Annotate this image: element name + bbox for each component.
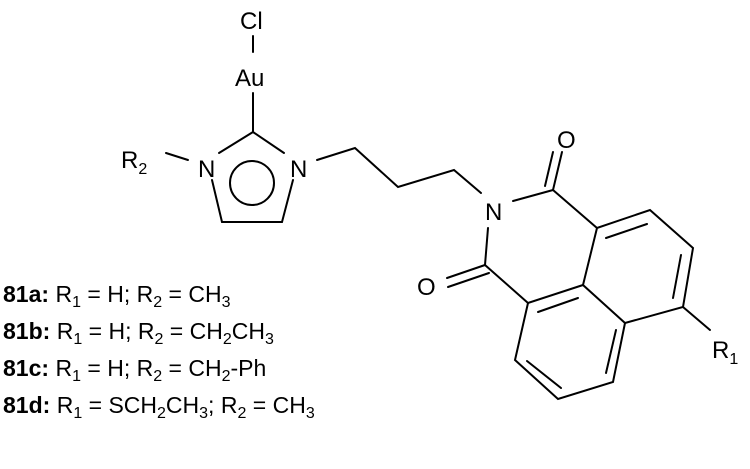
ring-top <box>552 189 695 325</box>
r2-group: R2 <box>121 147 147 178</box>
double-bond <box>672 254 682 299</box>
bond <box>512 189 554 202</box>
atom-au: Au <box>235 65 264 92</box>
atom-cl: Cl <box>240 8 263 35</box>
bond <box>252 131 285 154</box>
ring-bond <box>484 264 584 305</box>
aromatic-circle <box>229 160 275 206</box>
propyl-chain <box>316 146 482 194</box>
double-bond <box>605 329 617 374</box>
double-bond <box>537 297 579 313</box>
atom-n-imide: N <box>485 199 502 226</box>
atom-labels: Cl Au N N N O O R2 R1 <box>121 8 738 368</box>
bond-co-top-2 <box>544 151 554 187</box>
double-bond <box>605 223 648 239</box>
compound-legend: 81a: R1 = H; R2 = CH3 81b: R1 = H; R2 = … <box>3 281 315 422</box>
double-bond <box>526 360 562 389</box>
atom-n-left: N <box>198 156 215 183</box>
bond-co-bottom <box>446 264 486 279</box>
atom-o-top: O <box>557 127 576 154</box>
bond <box>218 131 254 154</box>
ring-bottom <box>513 302 626 401</box>
bonds <box>165 35 711 401</box>
r1-group: R1 <box>712 337 738 368</box>
bond-co-top <box>552 151 563 191</box>
bond-co-bottom-2 <box>447 272 490 288</box>
atom-n-right: N <box>290 156 307 183</box>
atom-o-bottom: O <box>417 274 436 301</box>
compound-81b: 81b: R1 = H; R2 = CH2CH3 <box>3 318 274 348</box>
compound-81d: 81d: R1 = SCH2CH3; R2 = CH3 <box>3 392 315 422</box>
compound-81c: 81c: R1 = H; R2 = CH2-Ph <box>3 355 266 385</box>
bond <box>281 179 294 223</box>
bond-r1 <box>682 306 711 331</box>
bond-r2-n <box>165 152 189 161</box>
compound-81a: 81a: R1 = H; R2 = CH3 <box>3 281 231 311</box>
bond <box>211 179 223 223</box>
bond <box>484 227 489 266</box>
